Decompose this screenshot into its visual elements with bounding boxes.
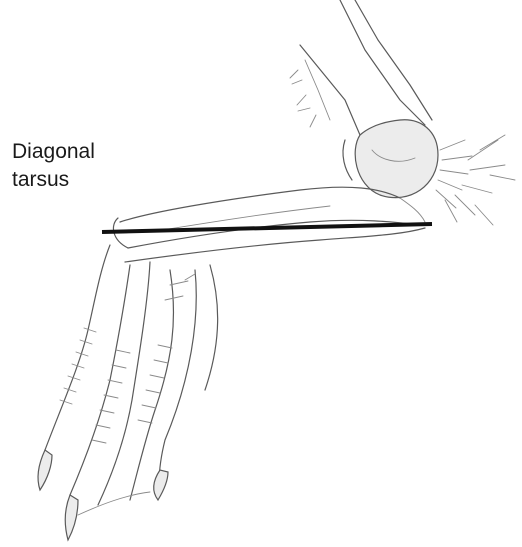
tibia [290, 0, 432, 135]
claw-1 [38, 450, 52, 490]
heel-feathers [436, 135, 515, 225]
heel-joint [343, 120, 438, 198]
claw-2 [65, 495, 78, 540]
toes [38, 245, 218, 540]
claw-3 [154, 470, 168, 500]
tarsus-marker-line [102, 224, 432, 232]
